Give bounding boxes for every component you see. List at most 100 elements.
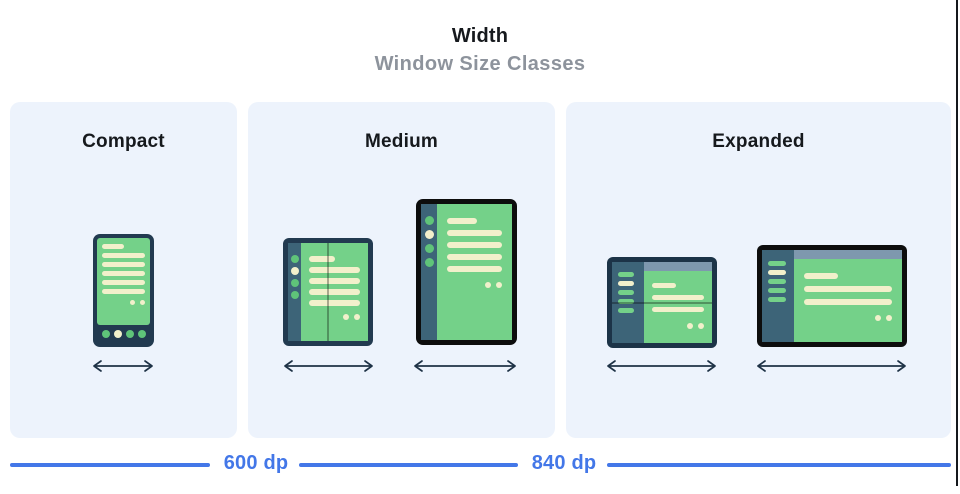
drawer-item-active (768, 270, 786, 275)
width-arrow-tablet (414, 360, 516, 372)
dot (875, 315, 881, 321)
top-app-bar (794, 250, 902, 259)
tablet-landscape-illustration (757, 245, 907, 347)
panel-compact: Compact (10, 102, 237, 438)
content-line (804, 286, 892, 292)
rail-dot-active (290, 267, 299, 275)
content-line (309, 267, 360, 273)
content-line (447, 242, 502, 248)
content-line (309, 300, 360, 306)
content-area (794, 259, 902, 342)
screenshot-right-border (956, 0, 958, 486)
rail-dot (290, 255, 299, 263)
drawer-item-active (618, 281, 634, 286)
content-line (447, 266, 502, 272)
width-arrow-tablet-landscape (757, 360, 906, 372)
width-arrow-foldable (284, 360, 373, 372)
drawer-item (768, 297, 786, 302)
content-line-short (804, 273, 838, 279)
drawer-item (768, 261, 786, 266)
content-dots (447, 282, 502, 288)
rail-dot (290, 291, 299, 299)
phone-illustration (93, 234, 154, 347)
content-line (102, 280, 145, 285)
phone-nav-bar (97, 325, 150, 343)
dot (354, 314, 360, 320)
content-dots (652, 323, 704, 329)
drawer-item (768, 279, 786, 284)
rail-dot-active (424, 230, 434, 239)
panel-expanded-label: Expanded (712, 131, 805, 152)
content-line (652, 295, 704, 300)
panel-compact-label: Compact (82, 131, 165, 152)
content-dots (309, 314, 360, 320)
content-dots (804, 315, 892, 321)
content-line-short (652, 283, 676, 288)
panel-expanded: Expanded (566, 102, 951, 438)
tablet-landscape-screen (762, 250, 902, 342)
content-line (652, 307, 704, 312)
rail-dot (290, 279, 299, 287)
nav-rail (421, 204, 437, 340)
content-line-short (102, 244, 124, 249)
content-dots (102, 300, 145, 305)
content-line (102, 271, 145, 276)
phone-screen (97, 238, 150, 325)
fold-line (327, 243, 329, 341)
nav-dot (125, 330, 134, 338)
content-area (437, 204, 512, 340)
nav-drawer (762, 250, 794, 342)
nav-dot-active (113, 330, 122, 338)
dot (698, 323, 704, 329)
ruler-segment (10, 463, 210, 467)
ruler-segment (299, 463, 518, 467)
content-area (644, 271, 712, 343)
content-line (309, 278, 360, 284)
drawer-item (618, 272, 634, 277)
drawer-item (768, 288, 786, 293)
content-line (309, 289, 360, 295)
dot (886, 315, 892, 321)
dot (130, 300, 135, 305)
content-line (102, 262, 145, 267)
dot (687, 323, 693, 329)
dot (496, 282, 502, 288)
tablet-portrait-illustration (416, 199, 517, 345)
content-line (447, 230, 502, 236)
panel-medium-label: Medium (365, 131, 438, 152)
foldable-landscape-screen (612, 262, 712, 343)
breakpoint-600dp: 600 dp (223, 452, 289, 474)
content-line-short (309, 256, 335, 262)
drawer-item (618, 299, 634, 304)
tablet-screen (421, 204, 512, 340)
dot (343, 314, 349, 320)
diagram-title: Width (451, 25, 509, 47)
panel-medium: Medium (248, 102, 555, 438)
dot (140, 300, 145, 305)
nav-rail (288, 243, 301, 341)
fold-line (612, 301, 712, 304)
drawer-item (618, 308, 634, 313)
content-pane (644, 262, 712, 343)
foldable-landscape-illustration (607, 257, 717, 348)
nav-dot (101, 330, 110, 338)
rail-dot (424, 258, 434, 267)
ruler-segment (607, 463, 951, 467)
foldable-open-illustration (283, 238, 373, 346)
content-line (804, 299, 892, 305)
content-line-short (447, 218, 477, 224)
width-arrow-foldable-landscape (607, 360, 716, 372)
rail-dot (424, 216, 434, 225)
nav-dot (137, 330, 146, 338)
top-app-bar (644, 262, 712, 271)
content-line (102, 289, 145, 294)
nav-drawer (612, 262, 644, 343)
content-pane (794, 250, 902, 342)
content-area (301, 243, 368, 341)
content-line (447, 254, 502, 260)
foldable-screen (288, 243, 368, 341)
rail-dot (424, 244, 434, 253)
width-arrow-compact (93, 360, 153, 372)
diagram-subtitle: Window Size Classes (374, 53, 586, 75)
